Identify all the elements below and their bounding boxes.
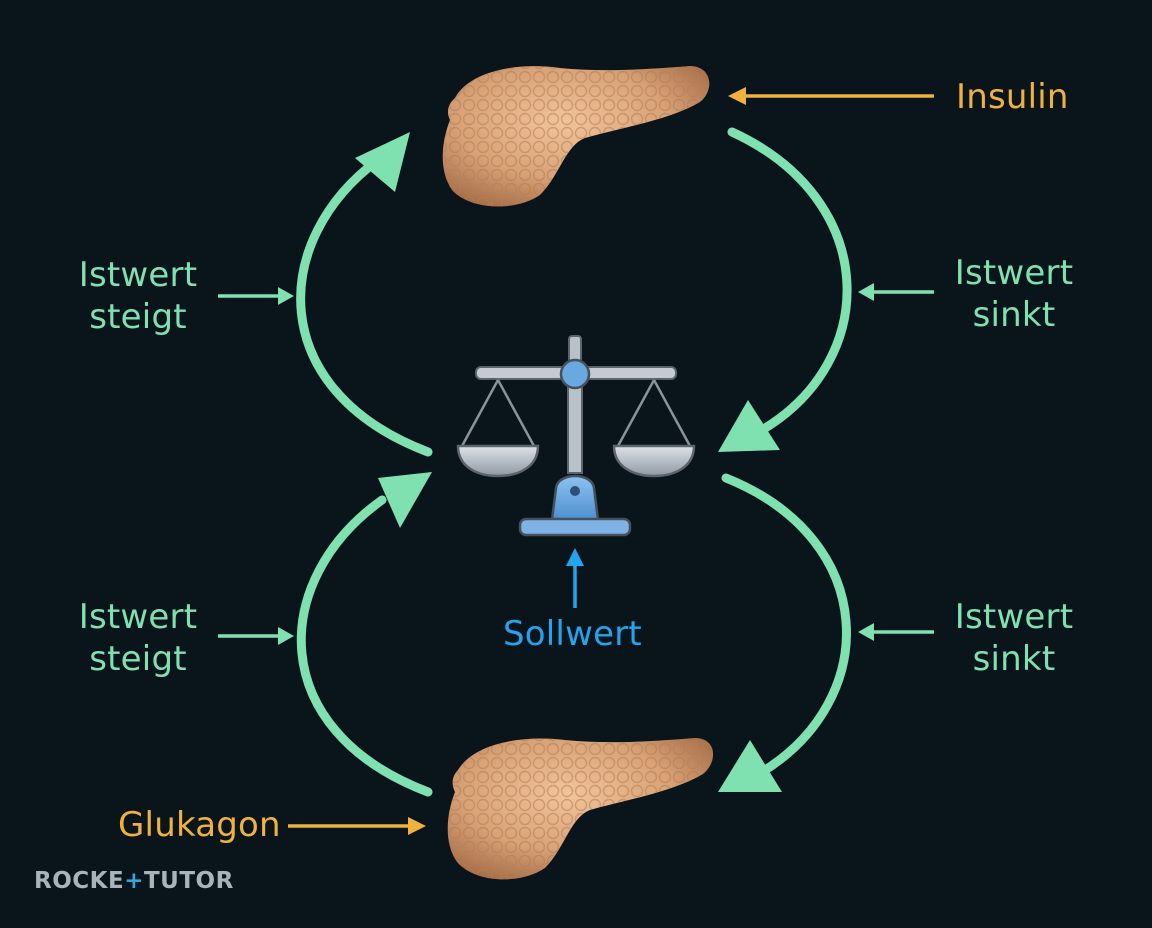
pancreas-icon (447, 738, 714, 880)
sinkt-line: sinkt (972, 639, 1056, 679)
steigt-line: steigt (89, 639, 187, 679)
cycle-arrow-upper-right (718, 127, 852, 452)
cycle-arrow-lower-right (718, 473, 851, 792)
logo-part-1: ROCKE (34, 868, 125, 894)
istwert-line: Istwert (954, 597, 1074, 637)
istwert-steigt-label-bottom: Istwert steigt (48, 596, 228, 680)
pointer-arrow-istwert-steigt-top (218, 287, 294, 305)
sollwert-arrow (566, 548, 584, 608)
rocketutor-logo: ROCKE+TUTOR (34, 868, 234, 894)
sinkt-line: sinkt (972, 295, 1056, 335)
insulin-arrow (728, 87, 934, 105)
istwert-line: Istwert (954, 253, 1074, 293)
logo-part-2: TUTOR (143, 868, 234, 894)
pointer-arrow-istwert-sinkt-bottom (858, 623, 934, 641)
istwert-sinkt-label-bottom: Istwert sinkt (924, 596, 1104, 680)
steigt-line: steigt (89, 297, 187, 337)
cycle-arrow-upper-left (296, 132, 433, 457)
balance-scale-icon (456, 335, 696, 537)
pointer-arrow-istwert-steigt-bottom (218, 627, 294, 645)
insulin-label: Insulin (956, 77, 1069, 117)
istwert-sinkt-label-top: Istwert sinkt (924, 252, 1104, 336)
glukagon-arrow (288, 817, 426, 835)
istwert-line: Istwert (78, 255, 198, 295)
logo-plus: + (124, 868, 144, 894)
pancreas-icon (442, 66, 710, 207)
cycle-arrow-lower-left (296, 472, 433, 797)
istwert-line: Istwert (78, 597, 198, 637)
sollwert-label: Sollwert (503, 614, 642, 654)
pointer-arrow-istwert-sinkt-top (858, 283, 934, 301)
glukagon-label: Glukagon (118, 805, 281, 845)
istwert-steigt-label-top: Istwert steigt (48, 254, 228, 338)
